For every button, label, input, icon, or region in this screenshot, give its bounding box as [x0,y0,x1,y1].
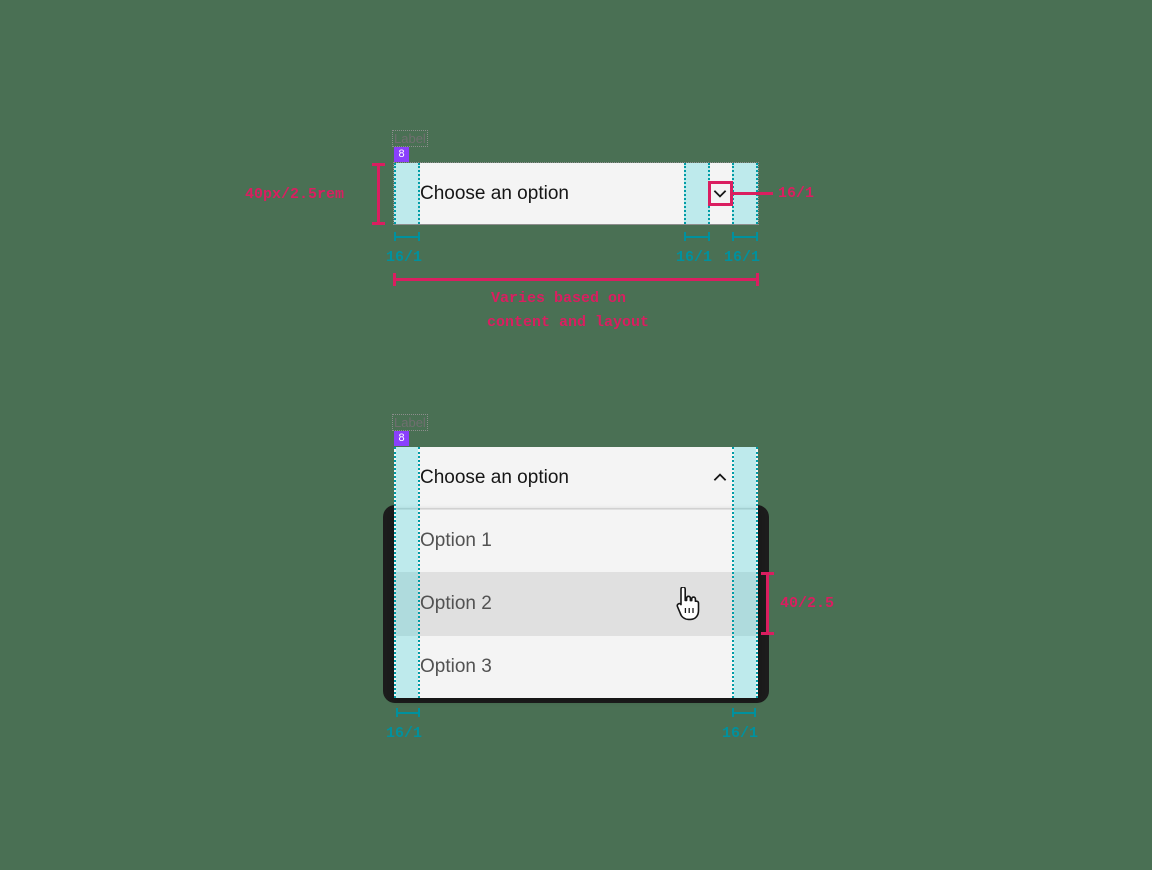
field-width-annotation-line1: Varies based on [491,290,627,307]
list-item[interactable]: Option 2 [394,572,758,635]
chevron-up-icon[interactable] [711,469,729,487]
expanded-dropdown-placeholder: Choose an option [420,466,569,488]
field-width-annotation-line2: content and layout [487,314,650,331]
left-padding-measure [394,232,420,241]
icon-size-leader-line [733,192,773,195]
icon-gap-annotation: 16/1 [676,249,713,266]
list-item[interactable]: Option 1 [394,509,758,572]
left-padding-annotation-expanded: 16/1 [386,725,423,742]
collapsed-dropdown-placeholder: Choose an option [420,182,569,204]
option-height-annotation: 40/2.5 [780,595,835,612]
collapsed-dropdown-field[interactable]: Choose an option [394,163,758,225]
right-padding-annotation-expanded: 16/1 [722,725,759,742]
expanded-dropdown-field[interactable]: Choose an option [394,447,758,509]
field-height-annotation: 40px/2.5rem [245,186,345,203]
option-list[interactable]: Option 1 Option 2 Option 3 [394,509,758,698]
left-padding-annotation: 16/1 [386,249,423,266]
right-padding-measure [732,232,758,241]
right-padding-measure-expanded [732,708,756,717]
right-padding-annotation: 16/1 [724,249,761,266]
icon-size-annotation: 16/1 [778,185,815,202]
option-height-measure [761,572,774,635]
list-item[interactable]: Option 3 [394,635,758,698]
expanded-field-label: Label [392,414,428,431]
chevron-down-icon[interactable] [711,184,729,202]
pointer-hand-cursor [672,586,702,626]
field-height-measure [372,163,385,225]
icon-gap-measure [684,232,710,241]
spacing-badge-8-collapsed: 8 [394,147,409,162]
option-label: Option 1 [420,530,492,551]
option-label: Option 3 [420,656,492,677]
spacing-badge-8-expanded: 8 [394,431,409,446]
option-label: Option 2 [420,593,492,614]
field-width-measure [393,273,759,286]
left-padding-measure-expanded [396,708,420,717]
collapsed-field-label: Label [392,130,428,147]
